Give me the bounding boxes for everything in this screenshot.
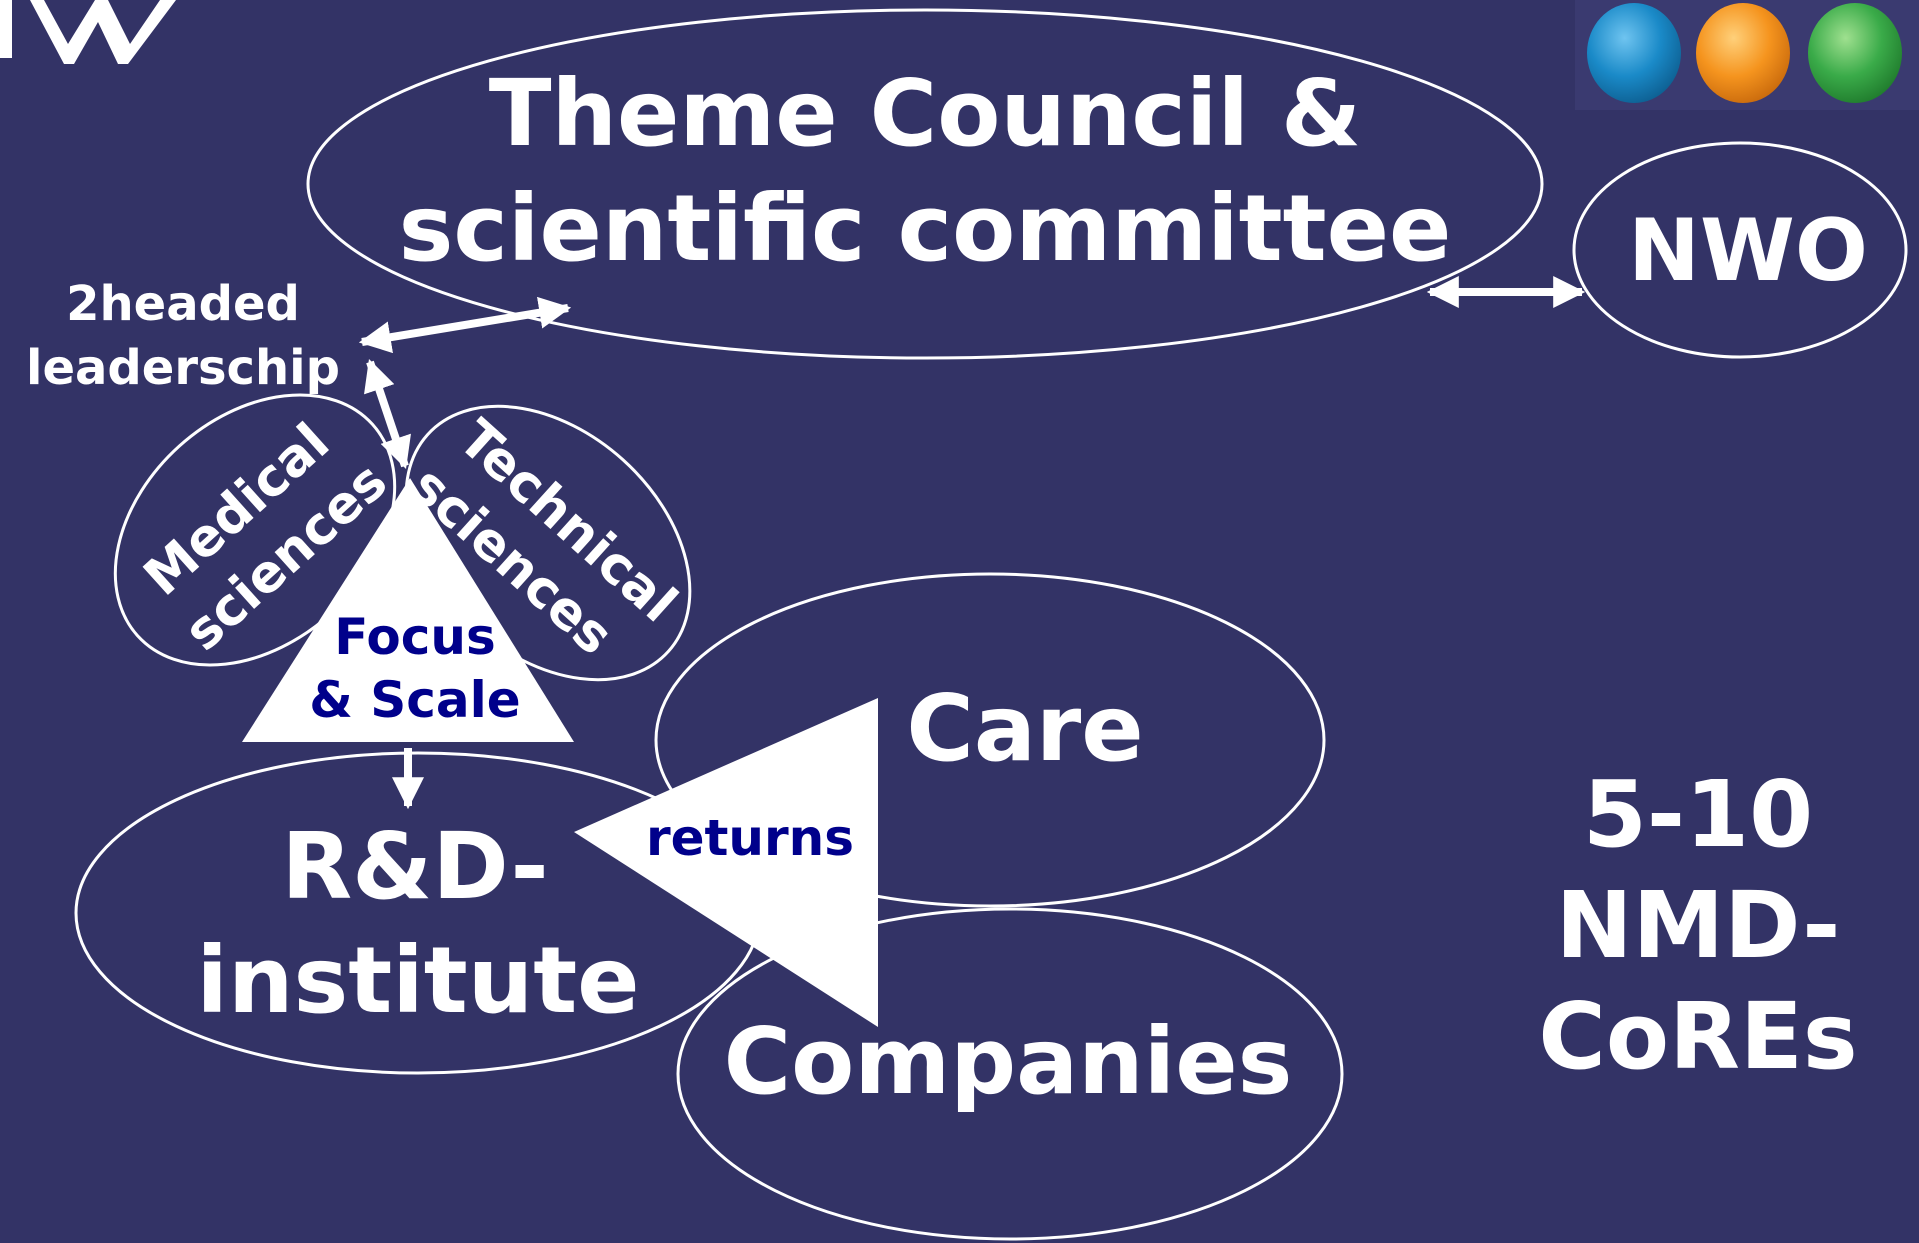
logo (0, 0, 176, 64)
rd-institute-line1: R&D- (281, 813, 548, 920)
companies-ellipse (676, 907, 1344, 1241)
focus-triangle (242, 478, 574, 742)
cores-line1: 5-10 (1583, 761, 1813, 868)
care-label: Care (906, 675, 1143, 782)
blue-ball-icon (1587, 3, 1681, 103)
returns-triangle (574, 698, 878, 1027)
leadership-line1: 2headed (66, 276, 300, 332)
care-ellipse (654, 572, 1326, 908)
theme-council-line1: Theme Council & (489, 60, 1362, 167)
green-ball-icon (1808, 3, 1902, 103)
rd-institute-line2: institute (196, 927, 639, 1034)
logo-mark-icon (30, 0, 176, 64)
leadership-triangle-arrow (364, 358, 411, 470)
balls-logo (1575, 0, 1919, 110)
companies-label: Companies (724, 1008, 1293, 1115)
nwo-label: NWO (1628, 201, 1868, 301)
returns-label: returns (646, 809, 854, 867)
leadership-council-arrow (358, 296, 572, 354)
cores-line3: CoREs (1538, 983, 1857, 1090)
orange-ball-icon (1696, 3, 1790, 103)
focus-line2: & Scale (309, 671, 520, 729)
cores-line2: NMD- (1556, 872, 1841, 979)
theme-council-line2: scientific committee (399, 175, 1452, 282)
focus-line1: Focus (334, 608, 495, 666)
nwo-ellipse (1572, 141, 1908, 359)
theme-council-ellipse (306, 8, 1544, 360)
leadership-line2: leaderschip (26, 340, 340, 396)
